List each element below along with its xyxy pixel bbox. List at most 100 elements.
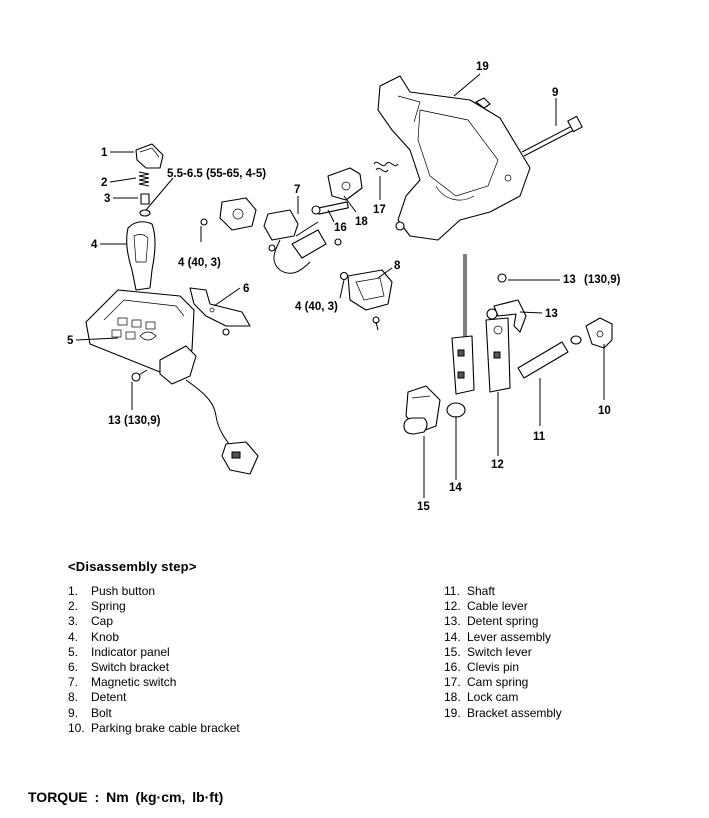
step-item: 11.Shaft [444,584,562,599]
callout-18: 18 [355,216,368,228]
step-item: 17. Cam spring [444,675,562,690]
harness-connector-part [159,345,259,475]
step-item: 1. Push button [68,584,240,599]
callout-19: 19 [476,61,489,73]
callout-4: 4 [91,239,98,251]
step-label: Clevis pin [467,660,520,675]
step-number: 9. [68,705,79,720]
shaft-part [517,335,582,379]
indicator-panel-part [85,289,195,373]
step-item: 19. Bracket assembly [444,706,562,721]
step-label: Parking brake cable bracket [91,720,240,735]
step-item: 8. Detent [68,690,240,705]
callout-magnetic-switch-torque: 4 (40, 3) [178,257,221,269]
switch-bracket-part [189,287,251,336]
step-item: 2. Spring [68,599,240,614]
step-number: 13. [444,614,461,629]
leader-lines [75,73,605,498]
bracket-assembly-part [377,75,531,241]
step-label: Spring [91,599,126,614]
callout-9: 9 [552,87,558,99]
step-number: 15. [444,644,461,659]
step-label: Detent spring [467,614,539,629]
step-item: 3. Cap [68,614,240,629]
callout-13-bolt-torque: (130,9) [584,274,621,286]
torque-units-note: TORQUE : Nm (kg·cm, lb·ft) [28,789,224,805]
callout-7: 7 [294,184,300,196]
parking-brake-cable-bracket-part [585,317,613,349]
callout-15: 15 [417,501,430,513]
callout-14: 14 [449,482,462,494]
step-number: 16. [444,660,461,675]
step-item: 5.Indicator panel [68,645,240,660]
lever-assembly-part [446,254,475,418]
step-item: 12. Cable lever [444,599,562,614]
step-label: Magnetic switch [91,675,177,690]
callout-6: 6 [243,283,249,295]
step-item: 4. Knob [68,630,240,645]
step-number: 1. [68,584,79,598]
step-label: Cam spring [467,675,529,690]
step-number: 11. [444,584,460,598]
callout-1: 1 [101,147,108,159]
callout-2: 2 [101,177,107,189]
callout-17: 17 [373,204,386,216]
step-label: Cap [91,614,114,629]
step-label: Switch bracket [91,660,170,675]
step-number: 18. [444,690,461,705]
switch-lever-part [403,385,441,435]
knob-part [126,221,156,291]
step-number: 3. [68,614,79,629]
callout-8: 8 [394,260,401,272]
step-label: Knob [91,629,120,644]
step-item: 10. Parking brake cable bracket [68,721,240,736]
step-number: 10. [68,720,85,735]
step-number: 12. [444,599,461,614]
step-item: 14.Lever assembly [444,630,562,645]
callout-cap-torque: 5.5-6.5 (55-65, 4-5) [167,168,266,180]
step-label: Push button [91,584,156,598]
step-item: 18. Lock cam [444,690,562,705]
callout-3: 3 [104,193,110,205]
step-label: Lever assembly [467,629,552,644]
step-label: Bracket assembly [467,705,562,720]
screw-13-left [131,369,148,382]
push-button-part [135,143,164,169]
step-item: 9.Bolt [68,706,240,721]
spring-part [138,171,150,187]
step-number: 4. [68,629,79,644]
steps-list-right: 11.Shaft 12. Cable lever 13. Detent spring… [444,584,562,721]
cable-lever-part [485,308,511,393]
step-number: 2. [68,599,79,614]
step-item: 16. Clevis pin [444,660,562,675]
clevis-pin-part [311,201,349,215]
step-label: Indicator panel [91,644,170,659]
callout-12: 12 [491,459,504,471]
callout-detent-torque: 4 (40, 3) [295,301,338,313]
step-number: 17. [444,675,461,690]
steps-list-left: 1. Push button 2. Spring 3. Cap 4. Knob 5.In… [68,584,240,736]
lock-cam-part [327,167,363,201]
step-label: Cable lever [467,599,528,614]
cam-spring-part [373,161,399,173]
callout-16: 16 [334,222,347,234]
exploded-parts-diagram: 1 2 3 4 5 5.5-6.5 (55-65, 4-5) 4 (40, 3)… [67,61,621,513]
bolt-part [521,115,583,157]
step-number: 8. [68,690,79,705]
step-item: 13. Detent spring [444,614,562,629]
callout-10: 10 [598,405,611,417]
step-label: Detent [91,690,127,705]
step-label: Switch lever [467,644,532,659]
callout-5: 5 [67,335,74,347]
detent-part [339,269,393,331]
step-label: Lock cam [467,690,519,705]
callout-13-screw-torque: 13 (130,9) [108,415,161,427]
magnetic-switch-part [200,197,342,274]
step-number: 19. [444,705,461,720]
step-item: 15. Switch lever [444,645,562,660]
step-item: 6.Switch bracket [68,660,240,675]
step-item: 7.Magnetic switch [68,675,240,690]
callout-13-bolt: 13 [563,274,576,286]
callout-13-spring: 13 [545,308,558,320]
disassembly-step-heading: <Disassembly step> [68,559,197,574]
